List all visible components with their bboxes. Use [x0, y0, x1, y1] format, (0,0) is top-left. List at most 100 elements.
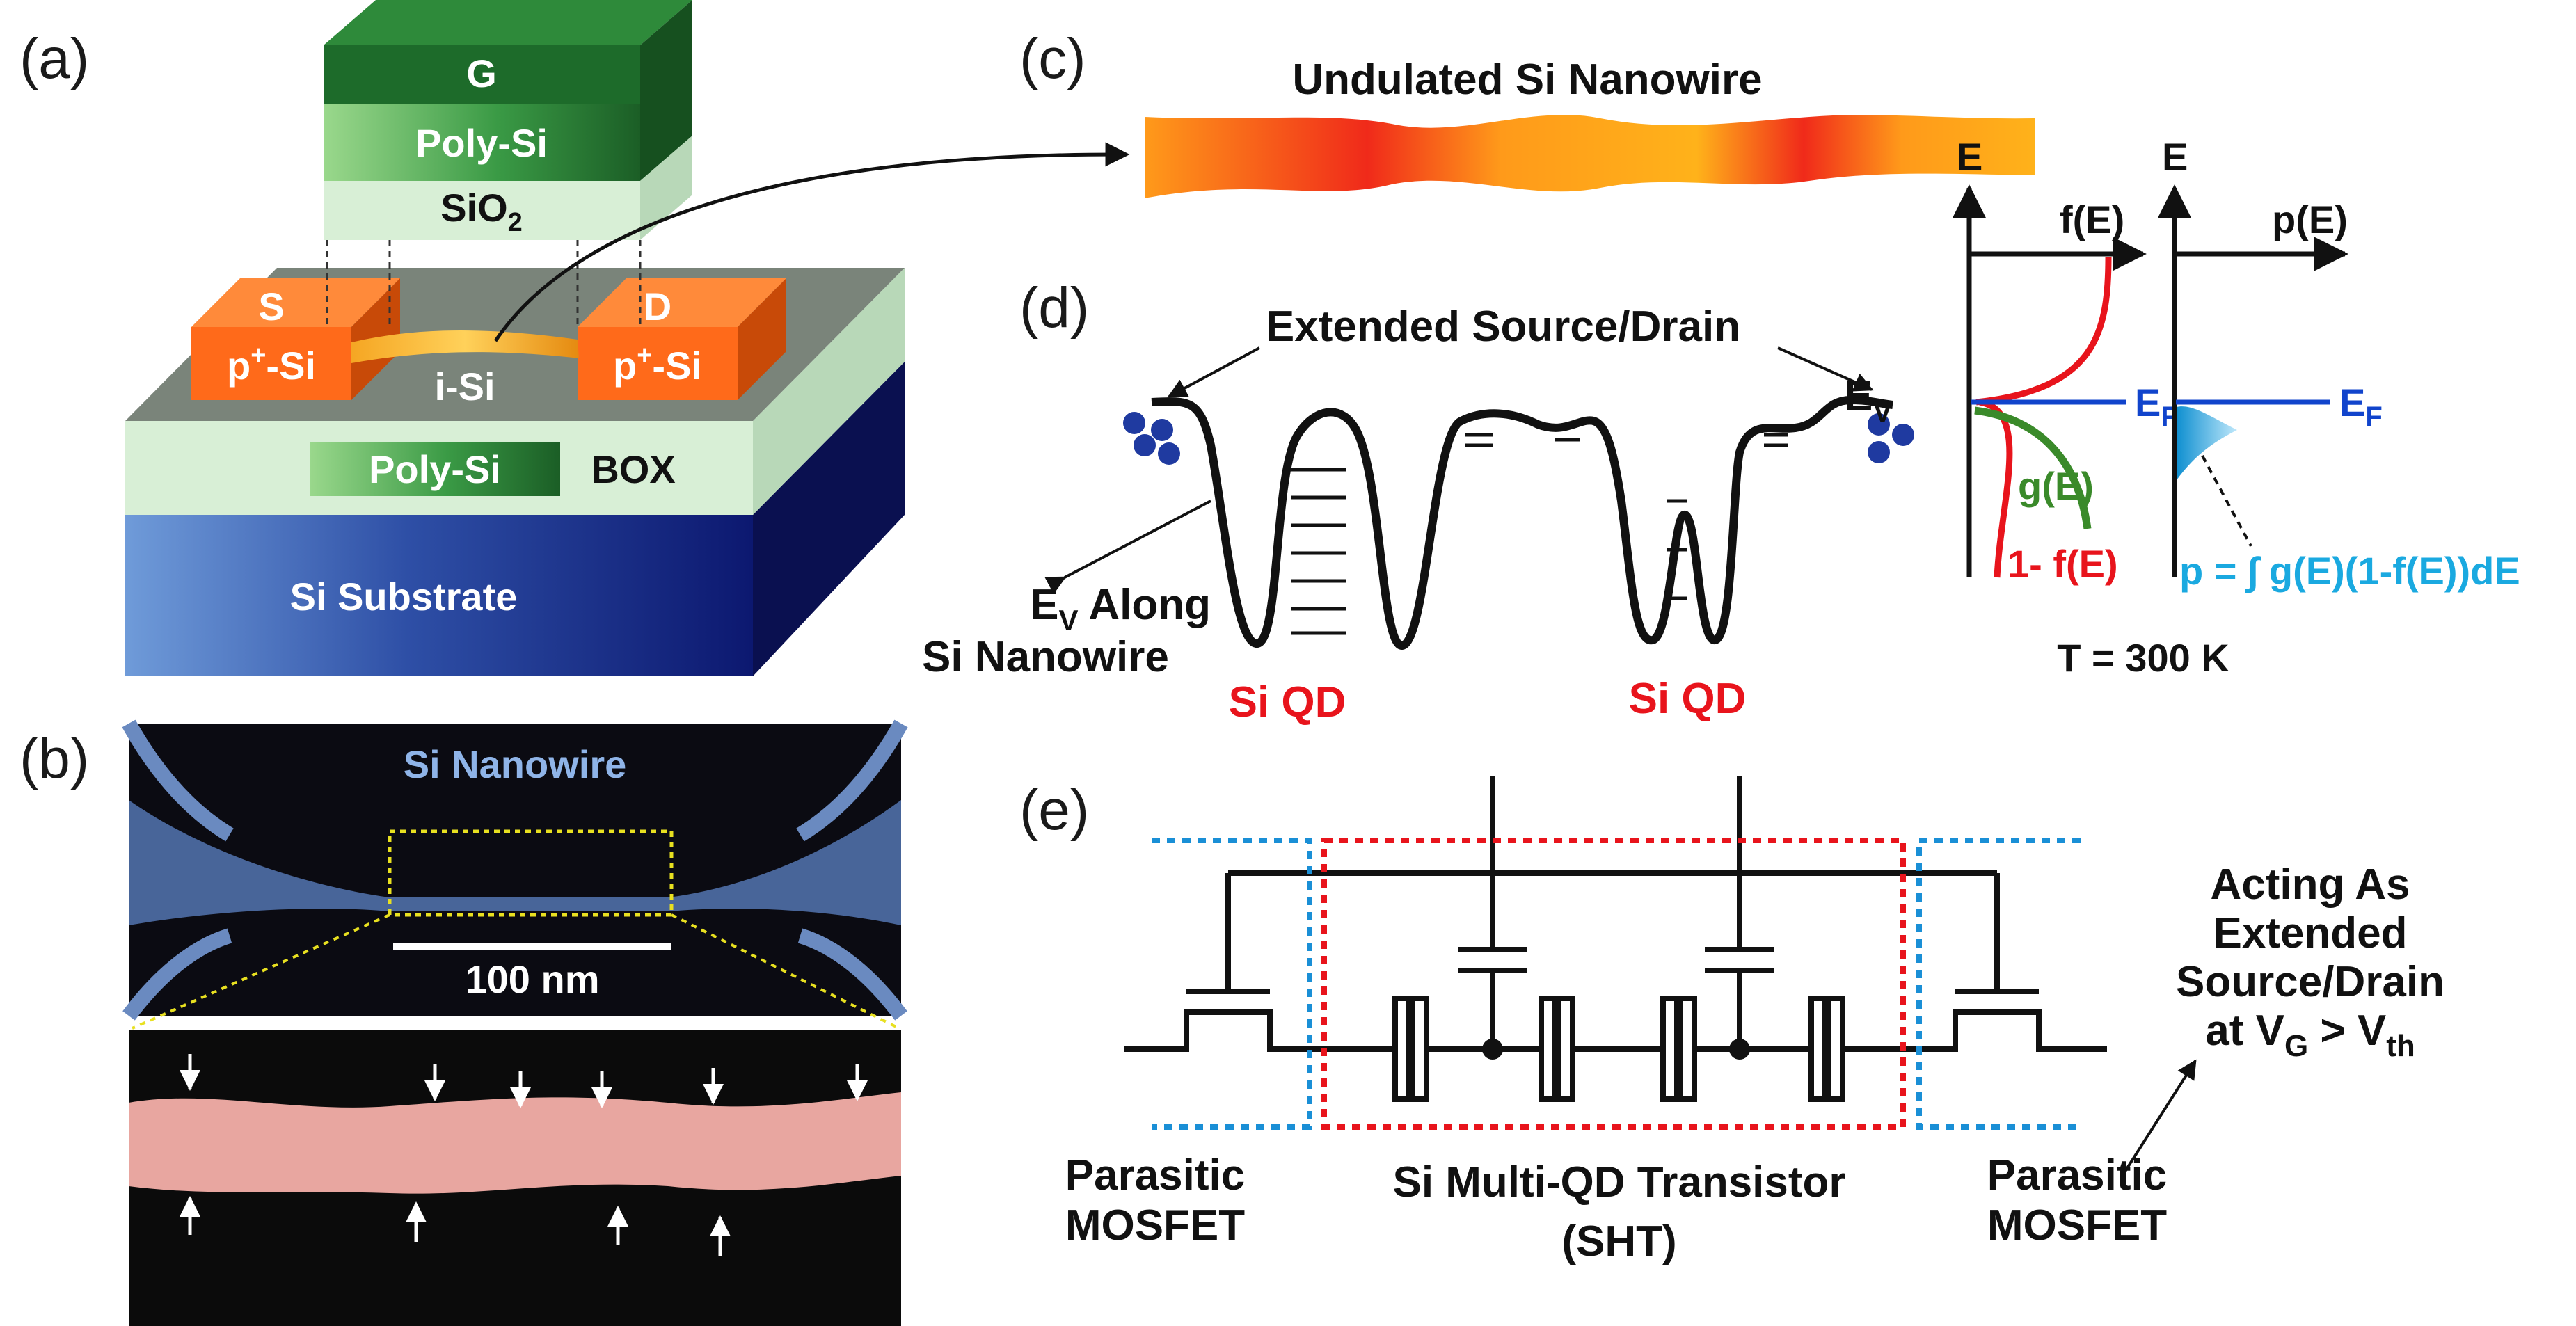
tunnel-junction: [1539, 996, 1558, 1102]
acting-label-1: Acting As: [2210, 861, 2410, 909]
oxide-front: [324, 181, 640, 240]
formula-pointer: [2201, 455, 2252, 547]
tunnel-junction: [1556, 996, 1575, 1102]
buried-poly-label: Poly-Si: [369, 447, 501, 491]
sem-wire-edge: [122, 928, 232, 1021]
ef-label-right: EF: [2339, 381, 2383, 432]
f-label: f(E): [2060, 198, 2124, 241]
channel-wire-left: [1124, 1009, 1395, 1052]
parasitic-right-label-1: Parasitic: [1987, 1151, 2168, 1199]
box-side: [753, 268, 905, 515]
nanowire-title: Undulated Si Nanowire: [1292, 56, 1762, 104]
substrate-side: [753, 362, 905, 676]
box-label: BOX: [591, 447, 675, 491]
tunnel-junction: [1660, 996, 1680, 1102]
qd-right-levels: [1667, 499, 1687, 600]
drain-label: D: [644, 285, 671, 328]
sht-label-1: Si Multi-QD Transistor: [1392, 1158, 1845, 1206]
extended-sd-arrow-left: [1167, 346, 1260, 398]
ev-along-label-line1: EV Along: [1030, 581, 1211, 637]
temperature-label: T = 300 K: [2057, 636, 2229, 680]
fermi-plots: E f(E) EF g(E) 1- f(E) E p(E) EF p = ∫ g…: [1952, 135, 2520, 680]
left-e-axis-label: E: [1957, 135, 1982, 179]
sem-zoom-box: [388, 829, 674, 917]
p-formula: p = ∫ g(E)(1-f(E))dE: [2179, 549, 2520, 593]
ev-along-arrow: [1044, 500, 1211, 595]
gate-g-front: [324, 45, 640, 104]
g-label: g(E): [2018, 464, 2094, 508]
channel-label: i-Si: [434, 365, 495, 408]
drain-doping-label: p+-Si: [613, 341, 702, 388]
source-doping-label: p+-Si: [227, 341, 316, 388]
qd-left-levels: [1291, 468, 1346, 635]
circuit: [1124, 776, 2107, 1102]
dos-g-curve: [1974, 406, 2092, 529]
panel-label-a: (a): [19, 27, 89, 90]
qd-left-label: Si QD: [1229, 678, 1346, 726]
drain-top: [578, 278, 786, 327]
hole-density-peak: [2177, 406, 2237, 480]
p-label: p(E): [2272, 198, 2348, 241]
sem-wire-edge: [122, 719, 234, 842]
gate-oxide-label: SiO2: [440, 186, 523, 237]
parasitic-left-label-2: MOSFET: [1065, 1201, 1245, 1249]
sem-wire-edge: [797, 928, 907, 1021]
parasitic-right-box: [1916, 838, 2081, 1130]
parasitic-right-label-2: MOSFET: [1987, 1201, 2167, 1249]
qd-node-dot: [1729, 1039, 1750, 1060]
barrier-levels: [1465, 433, 1788, 447]
substrate-front: [125, 515, 753, 676]
zoom-guide: [671, 913, 900, 1030]
sem-nanowire-label: Si Nanowire: [404, 742, 627, 786]
tunnel-junction: [1808, 996, 1828, 1102]
substrate-label: Si Substrate: [290, 575, 518, 618]
buried-poly: [310, 442, 560, 496]
zoom-guide: [132, 913, 390, 1030]
ef-label-left: EF: [2135, 381, 2178, 432]
right-e-axis-label: E: [2162, 135, 2188, 179]
sem-zoom-wire: [129, 1092, 901, 1194]
fermi-f-curve: [1975, 257, 2112, 406]
sem-wire-edge: [796, 719, 908, 842]
sem-nanowire: [129, 800, 901, 925]
band-diagram: Extended Source/Drain EV EV Along Si Nan…: [922, 303, 1914, 726]
scale-bar-label: 100 nm: [466, 957, 600, 1001]
gate-label: G: [466, 51, 497, 95]
parasitic-left-box: [1152, 838, 1312, 1130]
valence-band-profile: [1151, 395, 1893, 650]
gate-poly-front: [324, 104, 640, 181]
holes-left: [1123, 412, 1180, 465]
panel-label-e: (e): [1019, 778, 1089, 842]
gate-poly-label: Poly-Si: [415, 121, 548, 165]
parasitic-left-label-1: Parasitic: [1065, 1151, 1246, 1199]
source-label: S: [258, 285, 284, 328]
panel-label-b: (b): [19, 727, 89, 790]
source-front: [191, 327, 351, 400]
device-3d: G Poly-Si SiO2 S D p+-Si p+-Si i-Si Poly…: [125, 0, 905, 676]
ev-label: EV: [1844, 372, 1892, 428]
qd-node-dot: [1482, 1039, 1503, 1060]
channel-to-nanowire-arrow: [493, 142, 1130, 342]
extended-sd-arrow-right: [1777, 346, 1874, 392]
drain-side: [738, 278, 786, 400]
tunnel-junction: [1410, 996, 1429, 1102]
panel-label-c: (c): [1019, 27, 1086, 90]
panel-label-d: (d): [1019, 276, 1089, 340]
sem-arrows: [180, 1054, 868, 1256]
one-minus-f-label: 1- f(E): [2007, 542, 2118, 586]
channel-wire-right: [1843, 1009, 2107, 1052]
undulated-nanowire: [1145, 115, 2035, 198]
acting-label-4: at VG > Vth: [2205, 1007, 2415, 1063]
acting-arrow: [2121, 1059, 2197, 1177]
sht-region-box: [1321, 838, 1906, 1130]
channel-wire: [351, 330, 579, 363]
tunnel-junction: [1826, 996, 1845, 1102]
one-minus-f-curve: [1979, 399, 2013, 578]
ev-along-label-line2: Si Nanowire: [922, 633, 1169, 681]
acting-label-3: Source/Drain: [2176, 958, 2444, 1006]
source-top: [191, 278, 400, 327]
gate-top: [324, 0, 692, 45]
tunnel-junction: [1678, 996, 1697, 1102]
drain-front: [578, 327, 738, 400]
